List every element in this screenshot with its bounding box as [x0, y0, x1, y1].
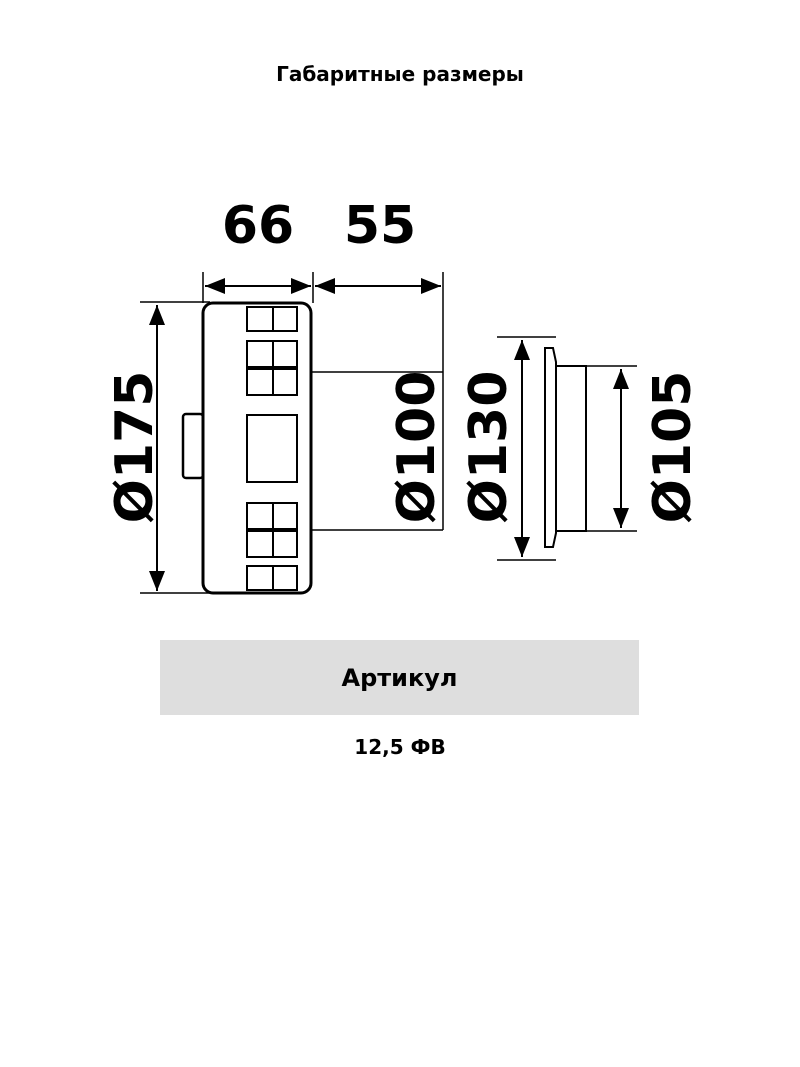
dim-label-55: 55 — [344, 196, 416, 256]
dim-label-130: Ø130 — [459, 371, 519, 524]
dim-label-100: Ø100 — [387, 371, 447, 524]
article-value: 12,5 ФВ — [354, 735, 446, 759]
flange-extension-lines — [497, 336, 637, 561]
extension-lines — [140, 272, 444, 594]
flange-dimension-lines — [514, 340, 629, 557]
article-header: Артикул — [160, 640, 639, 715]
flange-plate — [544, 347, 557, 548]
dimension-lines — [149, 278, 441, 591]
body-slots — [246, 306, 298, 591]
nozzle-outline — [311, 371, 443, 531]
slot — [246, 414, 298, 483]
dim-label-175: Ø175 — [105, 371, 165, 524]
body-knob — [181, 412, 205, 480]
flange-part — [544, 347, 587, 548]
dim-label-66: 66 — [222, 196, 294, 256]
page-title: Габаритные размеры — [276, 62, 524, 86]
dimension-drawing: 66 55 Ø175 Ø100 Ø130 Ø105 — [105, 196, 703, 595]
dim-label-105: Ø105 — [643, 371, 703, 524]
body-outline — [201, 301, 313, 595]
fan-body — [181, 301, 313, 595]
spigot — [555, 365, 587, 532]
